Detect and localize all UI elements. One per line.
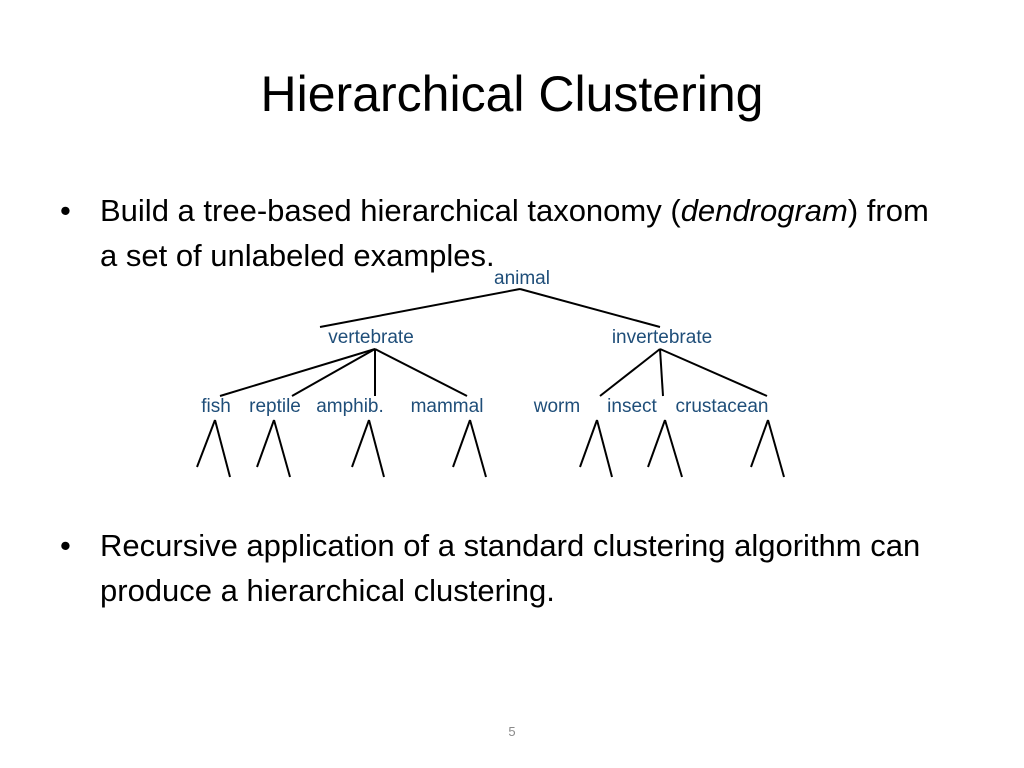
- slide-title: Hierarchical Clustering: [260, 66, 764, 122]
- edge-vertebrate-reptile: [291, 348, 376, 397]
- leaf-label-mammal: mammal: [411, 396, 484, 417]
- page-number: 5: [508, 724, 516, 739]
- leaf-label-crustacean: crustacean: [676, 396, 769, 417]
- subtree-amphib: [351, 419, 385, 478]
- edge-vertebrate-mammal: [374, 348, 468, 397]
- bullet-item: • Build a tree-based hierarchical taxono…: [60, 188, 940, 278]
- edge-invertebrate-crustacean: [659, 348, 768, 397]
- bullet-item: • Recursive application of a standard cl…: [60, 523, 940, 613]
- edge-vertebrate-fish: [219, 348, 376, 397]
- node-label-vertebrate: vertebrate: [328, 327, 414, 348]
- bullet-text: Build a tree-based hierarchical taxonomy…: [100, 188, 940, 278]
- edge-invertebrate-worm: [599, 348, 661, 397]
- bullet-text-before: Build a tree-based hierarchical taxonomy…: [100, 193, 681, 228]
- subtree-worm: [579, 419, 613, 478]
- edge-invertebrate-insect: [659, 348, 664, 397]
- subtree-fish: [196, 419, 231, 478]
- bullet-text-emphasis: dendrogram: [680, 193, 848, 228]
- dendrogram-labels: animal vertebrate invertebrate fish rept…: [201, 268, 768, 417]
- bullet-marker: •: [60, 193, 71, 228]
- node-label-animal: animal: [494, 268, 550, 289]
- leaf-label-amphib: amphib.: [316, 396, 384, 417]
- subtree-crustacean: [750, 419, 785, 478]
- bullet-marker: •: [60, 528, 71, 563]
- leaf-label-worm: worm: [533, 396, 580, 417]
- bullet-text: Recursive application of a standard clus…: [100, 528, 921, 608]
- leaf-label-fish: fish: [201, 396, 231, 417]
- edge-animal-invertebrate: [519, 288, 661, 328]
- edge-animal-vertebrate: [319, 288, 521, 328]
- dendrogram-edges: [196, 288, 785, 478]
- bullet-text-after: ) from a set of unlabeled examples.: [100, 193, 929, 273]
- leaf-label-insect: insect: [607, 396, 657, 417]
- subtree-reptile: [256, 419, 291, 478]
- subtree-insect: [647, 419, 683, 478]
- node-label-invertebrate: invertebrate: [612, 327, 712, 348]
- subtree-mammal: [452, 419, 487, 478]
- leaf-label-reptile: reptile: [249, 396, 301, 417]
